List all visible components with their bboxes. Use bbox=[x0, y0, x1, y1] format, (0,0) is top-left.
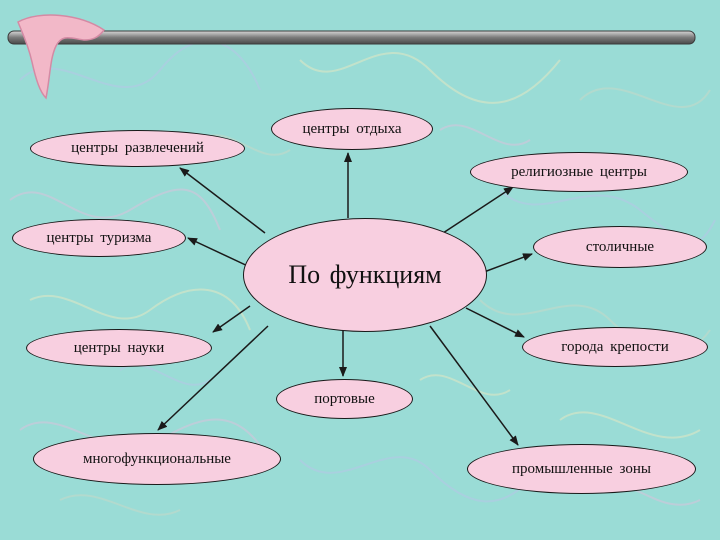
node-center-label: По функциям bbox=[288, 260, 442, 289]
node-industrial: промышленные зоны bbox=[467, 444, 696, 494]
connector-tourism bbox=[187, 237, 253, 269]
node-religious-label: религиозные центры bbox=[511, 163, 647, 180]
node-entertainment: центры развлечений bbox=[30, 130, 245, 167]
node-industrial-label: промышленные зоны bbox=[512, 460, 651, 477]
node-port-label: портовые bbox=[314, 390, 375, 407]
node-fortress: города крепости bbox=[522, 327, 708, 367]
connectors bbox=[157, 152, 533, 446]
header-bar bbox=[7, 30, 696, 45]
node-multifunctional: многофункциональные bbox=[33, 433, 281, 485]
connector-religious bbox=[439, 186, 514, 236]
node-religious: религиозные центры bbox=[470, 152, 688, 192]
node-capital-label: столичные bbox=[585, 238, 655, 255]
boomerang-logo bbox=[17, 14, 106, 100]
node-capital: столичные bbox=[533, 226, 707, 268]
node-rest-label: центры отдыха bbox=[302, 120, 402, 137]
node-multifunctional-label: многофункциональные bbox=[83, 450, 231, 467]
connector-capital bbox=[483, 253, 533, 273]
node-rest: центры отдыха bbox=[271, 108, 433, 150]
node-entertainment-label: центры развлечений bbox=[71, 140, 204, 156]
node-port: портовые bbox=[276, 379, 413, 419]
connector-science bbox=[212, 305, 251, 333]
node-science: центры науки bbox=[26, 329, 212, 367]
node-science-label: центры науки bbox=[73, 339, 165, 356]
node-tourism: центры туризма bbox=[12, 219, 186, 257]
connector-multifunctional bbox=[157, 325, 269, 431]
connector-industrial bbox=[429, 325, 519, 446]
node-tourism-label: центры туризма bbox=[46, 229, 152, 246]
connector-fortress bbox=[465, 307, 525, 338]
node-center: По функциям bbox=[243, 218, 487, 332]
connector-entertainment bbox=[179, 167, 266, 234]
node-fortress-label: города крепости bbox=[561, 338, 669, 355]
